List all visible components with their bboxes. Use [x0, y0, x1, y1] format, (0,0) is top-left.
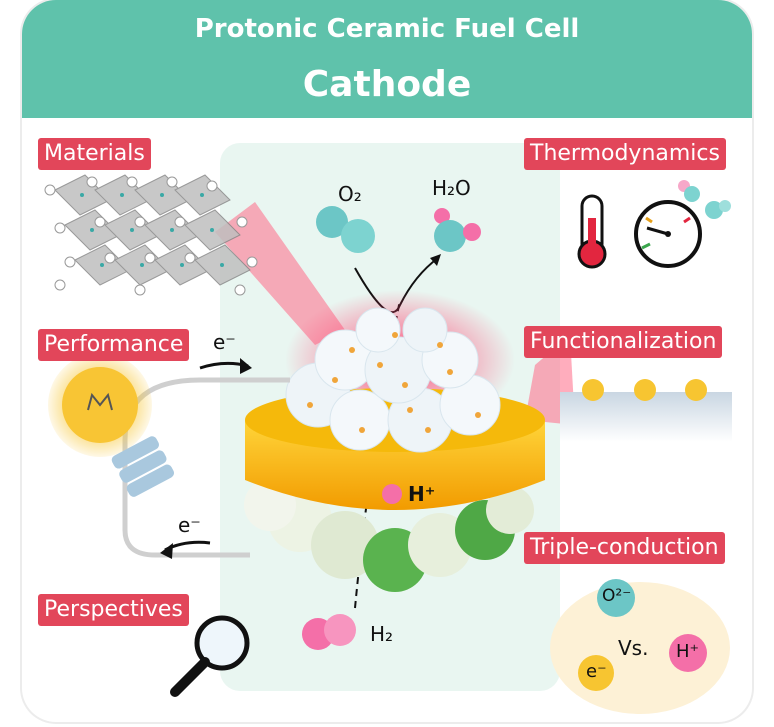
gas-molecules-icon — [678, 180, 731, 219]
gauge-icon — [634, 200, 702, 268]
electron-label-top: e⁻ — [213, 330, 236, 354]
proton-ion-label: H⁺ — [676, 641, 700, 662]
electron-ion-label: e⁻ — [586, 661, 607, 682]
thermodynamics-label: Thermodynamics — [524, 138, 726, 170]
anode-particles — [244, 479, 534, 592]
materials-beam — [215, 202, 345, 345]
h2o-label: H₂O — [432, 176, 471, 200]
light-bulb-icon — [48, 353, 174, 497]
triple-conduction-label: Triple-conduction — [524, 532, 725, 564]
perspectives-label: Perspectives — [38, 594, 189, 626]
figure-subtitle: Cathode — [302, 64, 472, 105]
figure-title: Protonic Ceramic Fuel Cell — [194, 14, 580, 44]
perovskite-lattice-icon — [44, 174, 258, 296]
electron-label-bottom: e⁻ — [178, 513, 201, 537]
proton-label: H⁺ — [408, 482, 436, 506]
h2-label: H₂ — [370, 622, 394, 646]
h2o-molecule-icon — [434, 208, 481, 252]
proton-ion-icon — [669, 634, 707, 672]
o2-label: O₂ — [338, 182, 362, 206]
versus-label: Vs. — [618, 636, 649, 660]
performance-label: Performance — [38, 329, 190, 361]
magnifier-icon — [170, 615, 250, 697]
materials-label: Materials — [38, 138, 151, 170]
oxide-ion-label: O²⁻ — [602, 586, 632, 606]
h2-molecule-icon — [302, 614, 356, 650]
catalyst-dots — [307, 332, 481, 433]
thermometer-icon — [577, 194, 607, 269]
functionalization-label: Functionalization — [524, 326, 723, 358]
oxide-ion-icon — [597, 579, 635, 617]
proton-icon — [382, 484, 402, 504]
header-banner — [22, 0, 752, 118]
o2-molecule-icon — [316, 206, 375, 253]
electron-icon — [578, 655, 614, 691]
functionalized-surface-icon — [560, 379, 732, 442]
